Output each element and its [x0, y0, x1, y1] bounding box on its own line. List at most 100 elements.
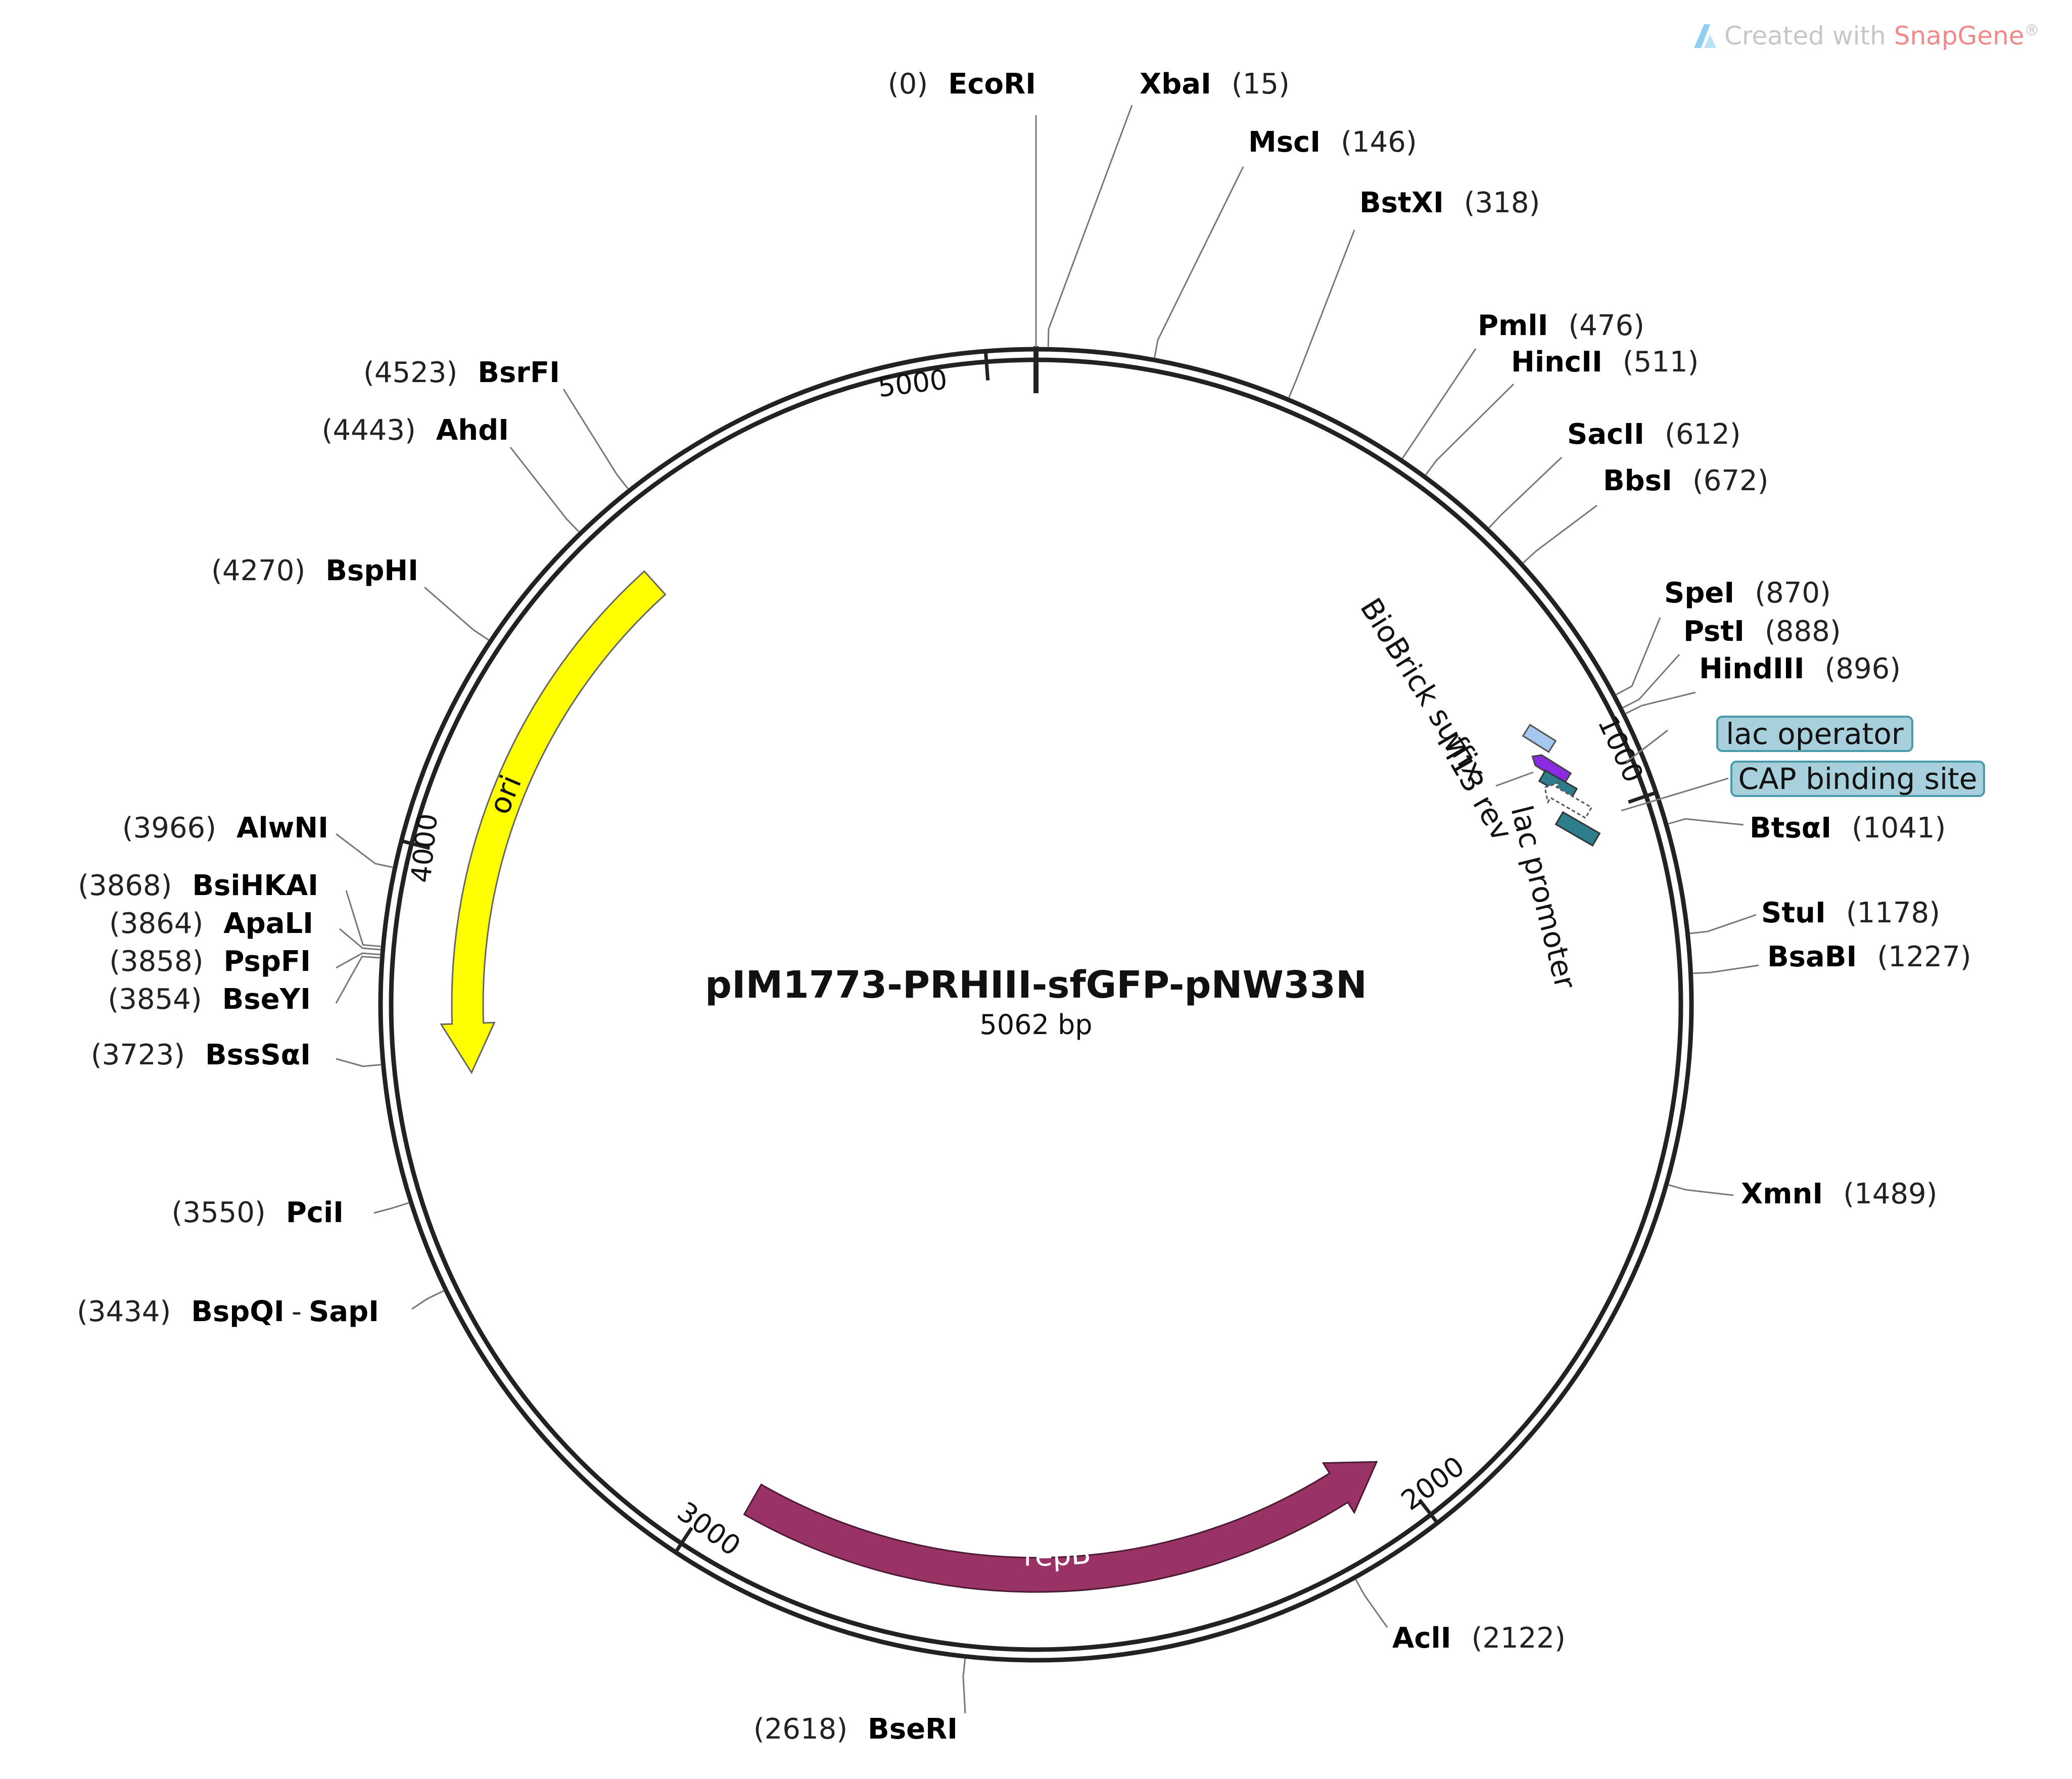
- site-label-text: (3854)BseYI: [108, 983, 311, 1016]
- site-XbaI: XbaI(15): [1140, 68, 1290, 101]
- leader-XbaI: [1047, 105, 1133, 348]
- site-label-text: XbaI(15): [1140, 68, 1290, 101]
- site-label-text: (0)EcoRI: [888, 68, 1036, 101]
- snapgene-watermark: Created with SnapGene®: [1694, 21, 2040, 51]
- snapgene-logo-icon: [1694, 24, 1716, 48]
- leader-BseYI: [335, 956, 381, 1004]
- site-BseYI: (3854)BseYI: [108, 983, 311, 1016]
- site-dash: -: [292, 1295, 302, 1328]
- site-name-BspQI: BspQI: [191, 1295, 285, 1328]
- site-pos-StuI: (1178): [1846, 897, 1940, 929]
- site-BspQI: (3434)BspQI-SapI: [77, 1295, 379, 1328]
- site-XmnI: XmnI (1489): [1741, 1178, 1937, 1210]
- site-label-text: (3868) BsiHKAI: [78, 869, 318, 902]
- tick-mark-4000: [399, 838, 431, 850]
- site-BspHI: (4270)BspHI: [211, 554, 418, 587]
- site-BssSαI: (3723) BssSαI: [91, 1039, 311, 1071]
- site-name-MscI: MscI: [1248, 126, 1321, 159]
- m13-rev-leader: [1495, 771, 1534, 787]
- site-label-text: (3864) ApaLI: [109, 907, 313, 940]
- site-name-StuI: StuI: [1761, 897, 1826, 929]
- site-label-text: (3858) PspFI: [109, 945, 311, 978]
- site-AclI: AclI(2122): [1392, 1622, 1566, 1655]
- site-PciI: (3550)PciI: [172, 1196, 344, 1229]
- svg-text:Created with SnapGene®: Created with SnapGene®: [1724, 21, 2040, 51]
- site-label-text: PstI(888): [1683, 615, 1841, 648]
- site-name-BssSαI: BssSαI: [205, 1039, 311, 1071]
- watermark-prefix: Created with: [1724, 21, 1894, 51]
- site-name-SpeI: SpeI: [1664, 577, 1734, 610]
- site-label-text: (3723) BssSαI: [91, 1039, 311, 1071]
- site-pos-PspFI: (3858): [109, 945, 203, 978]
- leader-BssSαI: [336, 1058, 382, 1067]
- site-label-text: BstXI(318): [1359, 186, 1540, 219]
- site-label-text: HindIII(896): [1699, 652, 1901, 685]
- site-name-PspFI: PspFI: [223, 945, 311, 978]
- leader-PmlI: [1401, 348, 1477, 459]
- cap-binding-site-label: CAP binding site: [1738, 762, 1977, 796]
- site-pos-AclI: (2122): [1472, 1622, 1566, 1655]
- site-BbsI: BbsI(672): [1603, 464, 1769, 497]
- tick-mark-1000: [1628, 790, 1659, 804]
- leader-PciI: [373, 1202, 409, 1214]
- site-name-BseYI: BseYI: [222, 983, 311, 1016]
- svg-text:repB: repB: [1023, 1536, 1092, 1573]
- leader-HindIII: [1625, 691, 1696, 715]
- site-pos-BsaBI: (1227): [1877, 941, 1971, 973]
- site-pos-PmlI: (476): [1568, 309, 1644, 342]
- site-pos-BtsαI: (1041): [1852, 812, 1946, 845]
- site-name-BstXI: BstXI: [1359, 186, 1444, 219]
- site-name-ApaLI: ApaLI: [223, 907, 313, 940]
- site-pos-ApaLI: (3864): [109, 907, 203, 940]
- site-pos-HindIII: (896): [1825, 652, 1901, 685]
- site-pos-SpeI: (870): [1755, 577, 1831, 610]
- cap-binding-leader: [1621, 777, 1729, 812]
- site-AhdI: (4443)AhdI: [322, 414, 509, 447]
- leader-XmnI: [1668, 1184, 1734, 1196]
- site-PspFI: (3858) PspFI: [109, 945, 311, 978]
- site-pos-BbsI: (672): [1692, 464, 1769, 497]
- feature-repB: repB: [743, 1461, 1378, 1593]
- site-SpeI: SpeI (870): [1664, 577, 1831, 610]
- site-EcoRI: (0)EcoRI: [888, 68, 1036, 101]
- leader-BstXI: [1288, 229, 1355, 398]
- leader-PspFI: [336, 952, 381, 969]
- biobrick-suffix-marker: [1522, 724, 1557, 753]
- site-label-text: (4523)BsrFI: [363, 356, 560, 389]
- leader-BsrFI: [562, 389, 629, 490]
- leader-AclI: [1355, 1579, 1388, 1628]
- m13-rev-marker: [1531, 754, 1572, 785]
- leader-BtsαI: [1668, 818, 1744, 826]
- site-name-BseRI: BseRI: [868, 1713, 958, 1746]
- site-name-BsaBI: BsaBI: [1767, 941, 1857, 973]
- tick-label-3000: 3000: [672, 1495, 746, 1562]
- site-name-BsiHKAI: BsiHKAI: [192, 869, 318, 902]
- leader-BbsI: [1522, 504, 1597, 564]
- leader-BsaBI: [1692, 964, 1759, 974]
- site-pos-PciI: (3550): [172, 1196, 266, 1229]
- site-pos-BspHI: (4270): [211, 554, 305, 587]
- site-name-XbaI: XbaI: [1140, 68, 1211, 101]
- site-BstXI: BstXI(318): [1359, 186, 1540, 219]
- site-label-text: (4270)BspHI: [211, 554, 418, 587]
- site-AlwNI: (3966)AlwNI: [122, 812, 328, 845]
- site-name-BsrFI: BsrFI: [478, 356, 560, 389]
- site-pos-BsiHKAI: (3868): [78, 869, 172, 902]
- site-pos-BssSαI: (3723): [91, 1039, 185, 1071]
- leader-SpeI: [1615, 617, 1661, 695]
- site-name-XmnI: XmnI: [1741, 1178, 1823, 1210]
- leader-BspHI: [424, 586, 490, 641]
- tick-mark-3000: [673, 1526, 693, 1555]
- leader-MscI: [1154, 166, 1244, 358]
- site-label-text: AclI(2122): [1392, 1622, 1566, 1655]
- watermark-brand: SnapGene: [1894, 21, 2024, 51]
- site-SacII: SacII(612): [1567, 418, 1741, 451]
- site-label-text: (3966)AlwNI: [122, 812, 328, 845]
- leader-BseRI: [962, 1658, 966, 1714]
- site-name-AlwNI: AlwNI: [237, 812, 328, 845]
- site-name-PmlI: PmlI: [1478, 309, 1548, 342]
- site-pos-XmnI: (1489): [1843, 1178, 1937, 1210]
- site-BseRI: (2618)BseRI: [754, 1713, 958, 1746]
